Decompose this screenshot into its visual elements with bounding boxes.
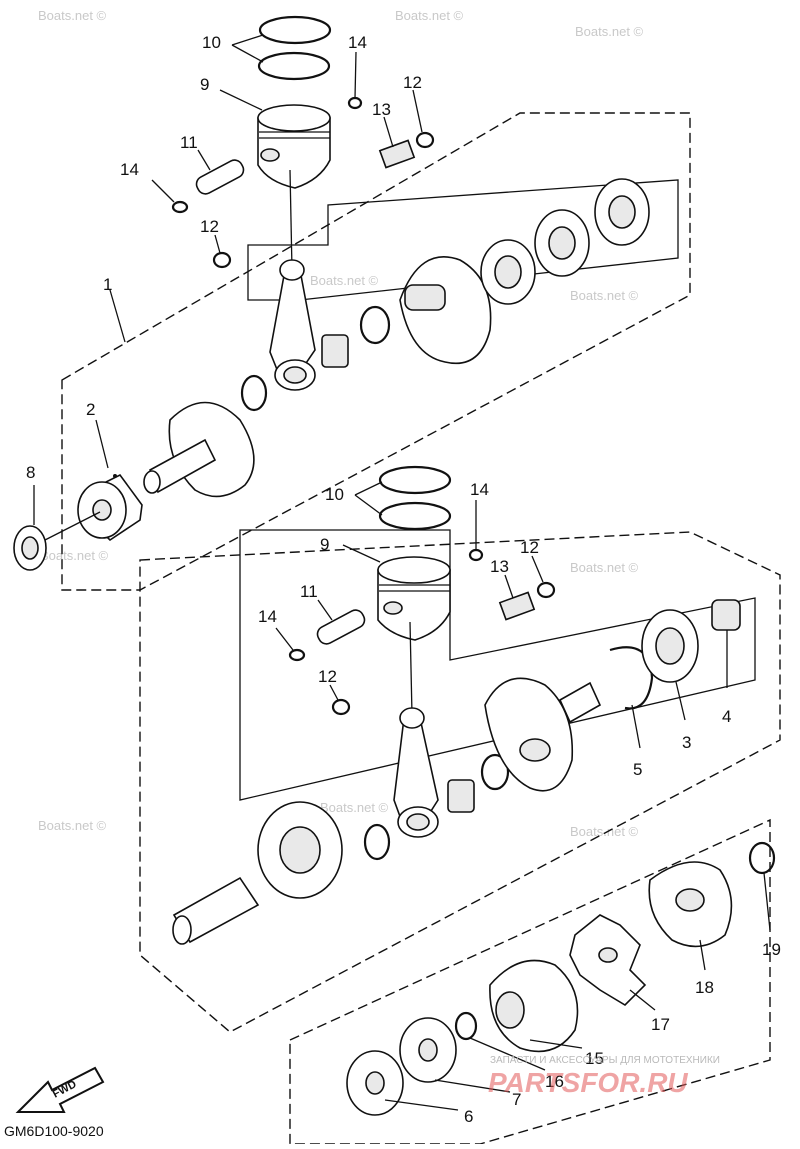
watermark: Boats.net © xyxy=(38,8,107,23)
bottom-assembly-outline xyxy=(289,818,771,1145)
callout-4: 4 xyxy=(722,707,731,726)
piston-ring xyxy=(378,501,452,531)
callout-1: 1 xyxy=(103,275,112,294)
collar xyxy=(711,599,741,631)
crank-web xyxy=(399,256,492,364)
piston xyxy=(257,117,331,189)
washer xyxy=(331,698,351,716)
piston-pin-clip xyxy=(171,200,189,214)
callout-18: 18 xyxy=(695,978,714,997)
watermark: Boats.net © xyxy=(310,273,379,288)
needle-bearing xyxy=(498,591,536,621)
circlip xyxy=(609,646,654,710)
washer xyxy=(212,251,232,269)
piston-pin xyxy=(316,609,366,645)
watermark: Boats.net © xyxy=(395,8,464,23)
callout-12: 12 xyxy=(520,538,539,557)
callout-14: 14 xyxy=(348,33,367,52)
callout-10: 10 xyxy=(325,485,344,504)
upper-piston-group-outline xyxy=(247,179,679,301)
callout-5: 5 xyxy=(633,760,642,779)
callout-16: 16 xyxy=(545,1072,564,1091)
left-bearing-group xyxy=(13,473,143,571)
callout-14: 14 xyxy=(258,607,277,626)
callout-9: 9 xyxy=(320,535,329,554)
watermark: Boats.net © xyxy=(575,24,644,39)
piston-pin-clip xyxy=(468,548,484,562)
spacer-ring xyxy=(748,841,776,875)
crank-web-left xyxy=(168,401,255,498)
watermarks: Boats.net © Boats.net © Boats.net © Boat… xyxy=(38,8,644,839)
crank-pin xyxy=(447,779,475,813)
callouts: 10 9 14 12 13 11 14 12 1 2 8 10 14 9 12 … xyxy=(26,33,781,1126)
callout-11: 11 xyxy=(180,133,198,152)
piston-pin-clip xyxy=(347,96,363,110)
watermark: Boats.net © xyxy=(40,548,109,563)
piston-ring xyxy=(378,465,452,495)
callout-13: 13 xyxy=(490,557,509,576)
callout-12: 12 xyxy=(318,667,337,686)
piston-pin-clip xyxy=(288,648,306,662)
callout-15: 15 xyxy=(585,1049,604,1068)
callout-10: 10 xyxy=(202,33,221,52)
callout-2: 2 xyxy=(86,400,95,419)
washer xyxy=(415,131,435,149)
pin-boss xyxy=(260,148,280,162)
logo-text: PARTSFOR.RU xyxy=(488,1067,688,1098)
drive-group xyxy=(346,841,776,1116)
callout-8: 8 xyxy=(26,463,35,482)
piston-crown xyxy=(257,104,331,132)
watermark: Boats.net © xyxy=(570,824,639,839)
lower-piston-group-outline xyxy=(239,529,756,801)
upper-cylinder-group xyxy=(143,15,650,498)
watermark: Boats.net © xyxy=(38,818,107,833)
piston-ring xyxy=(257,51,331,81)
callout-17: 17 xyxy=(651,1015,670,1034)
callout-9: 9 xyxy=(200,75,209,94)
watermark: Boats.net © xyxy=(320,800,389,815)
piston-crown xyxy=(377,556,451,584)
thrust-washer xyxy=(240,374,268,412)
callout-14: 14 xyxy=(470,480,489,499)
lower-cylinder-group xyxy=(172,465,741,945)
piston-pin xyxy=(195,159,245,195)
crank-web xyxy=(484,677,574,792)
callout-19: 19 xyxy=(762,940,781,959)
watermark: Boats.net © xyxy=(570,560,639,575)
watermark: Boats.net © xyxy=(570,288,639,303)
logo-caption: ЗАПАСТИ И АКСЕССУАРЫ ДЛЯ МОТОТЕХНИКИ xyxy=(490,1055,720,1066)
washer xyxy=(536,581,556,599)
crank-pin xyxy=(321,334,349,368)
crankshaft-assembly-outline-lower xyxy=(139,531,781,1033)
thrust-washer xyxy=(359,305,391,345)
callout-12: 12 xyxy=(200,217,219,236)
partsfor-logo: ЗАПАСТИ И АКСЕССУАРЫ ДЛЯ МОТОТЕХНИКИ PAR… xyxy=(488,1055,720,1098)
crankshaft-assembly-outline-upper xyxy=(61,112,691,591)
piston-ring xyxy=(258,15,332,45)
callout-12: 12 xyxy=(403,73,422,92)
fwd-arrow-icon: FWD xyxy=(15,1066,105,1113)
callout-7: 7 xyxy=(512,1090,521,1109)
callout-3: 3 xyxy=(682,733,691,752)
leader-lines xyxy=(33,34,771,1111)
crankshaft-stub xyxy=(558,681,602,724)
thrust-washer xyxy=(480,753,510,791)
connecting-rod xyxy=(269,269,316,373)
callout-13: 13 xyxy=(372,100,391,119)
piston xyxy=(377,569,451,641)
callout-11: 11 xyxy=(300,582,318,601)
callout-6: 6 xyxy=(464,1107,473,1126)
o-ring xyxy=(454,1011,478,1041)
drawing-code: GM6D100-9020 xyxy=(4,1123,104,1139)
callout-14: 14 xyxy=(120,160,139,179)
thrust-washer xyxy=(363,823,391,861)
needle-bearing xyxy=(378,139,416,169)
